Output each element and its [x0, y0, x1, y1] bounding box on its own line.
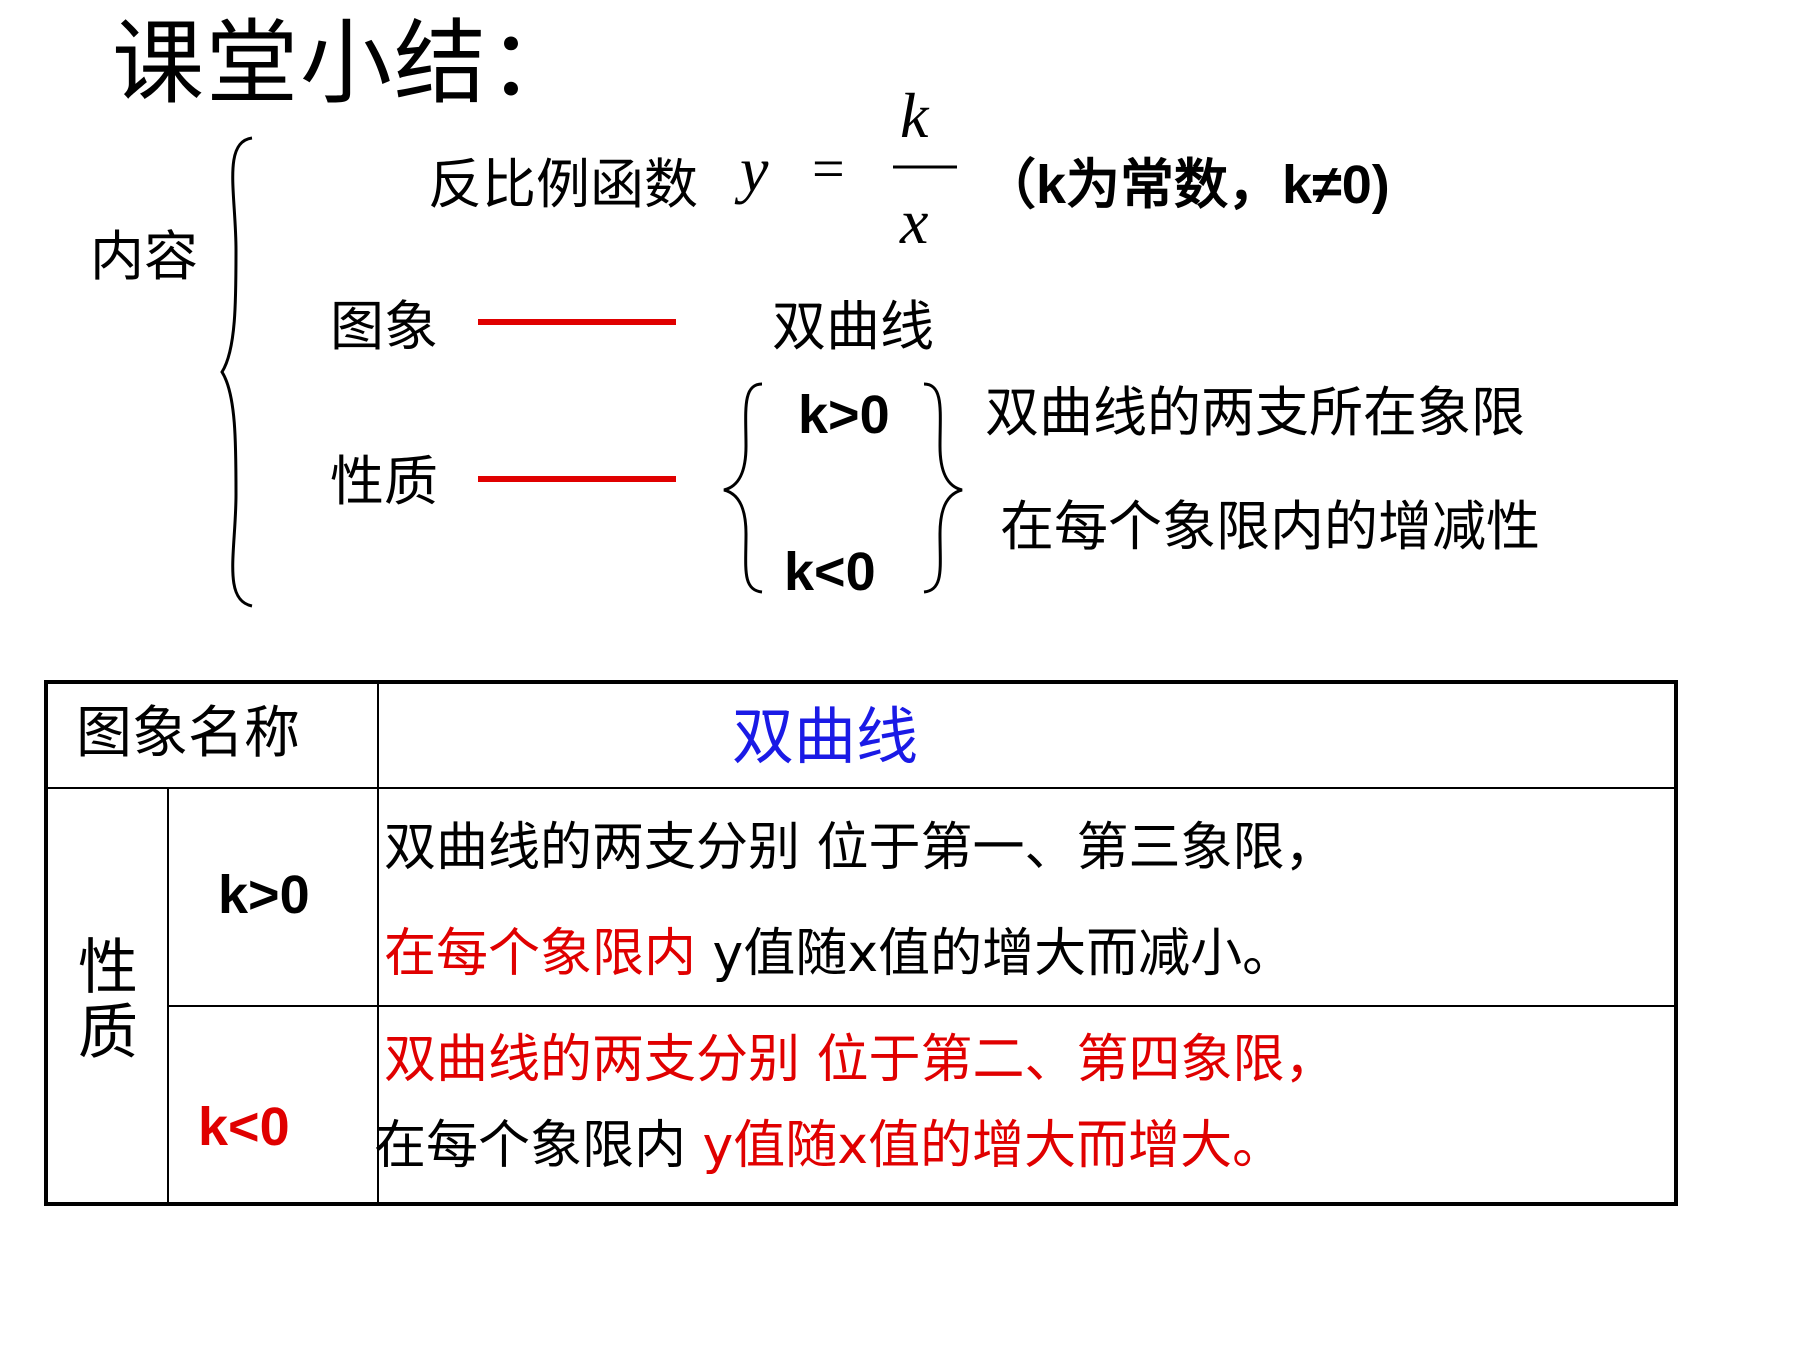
condition-text: （k为常数，k≠0) — [982, 158, 1390, 212]
formula-equals: = — [812, 136, 845, 201]
table-row-k-negative: k<0 — [198, 1097, 290, 1157]
content-brace — [220, 136, 253, 608]
row1-line2-highlight: 在每个象限内 — [384, 924, 697, 984]
row1-line2: 在每个象限内 y值随x值的增大而减小。 — [384, 928, 1294, 980]
formula-denominator: x — [900, 186, 929, 257]
formula-y: y — [740, 134, 769, 205]
property-item-monotonicity: 在每个象限内的增减性 — [1000, 495, 1540, 558]
row2-line2-lead: 在每个象限内 — [374, 1116, 703, 1176]
table-header-label: 图象名称 — [76, 701, 300, 766]
condition-value: （k为常数，k≠0) — [982, 155, 1390, 215]
page-title: 课堂小结： — [112, 10, 583, 117]
table-border — [44, 680, 1678, 1206]
property-label: 性质 — [330, 450, 438, 513]
graph-label: 图象 — [330, 295, 438, 358]
graph-value: 双曲线 — [772, 295, 934, 358]
property-right-brace — [923, 382, 963, 594]
table-header-value: 双曲线 — [732, 700, 919, 773]
row1-line2-rest: y值随x值的增大而减小。 — [696, 924, 1295, 984]
property-item-quadrants: 双曲线的两支所在象限 — [985, 381, 1525, 444]
table-property-label: 性质 — [78, 933, 138, 1068]
row2-line2-highlight: y值随x值的增大而增大。 — [702, 1116, 1285, 1176]
row1-line1: 双曲线的两支分别 位于第一、第三象限， — [384, 818, 1337, 878]
formula-numerator: k — [900, 80, 929, 151]
function-prefix: 反比例函数 — [428, 153, 698, 216]
row2-line1: 双曲线的两支分别 位于第二、第四象限， — [384, 1030, 1337, 1090]
table-row-k-positive: k>0 — [218, 865, 310, 925]
k-positive-label: k>0 — [798, 385, 890, 445]
property-left-brace — [723, 382, 763, 594]
content-label: 内容 — [90, 225, 198, 288]
k-negative-label: k<0 — [784, 542, 876, 602]
row2-line2: 在每个象限内 y值随x值的增大而增大。 — [374, 1120, 1284, 1172]
